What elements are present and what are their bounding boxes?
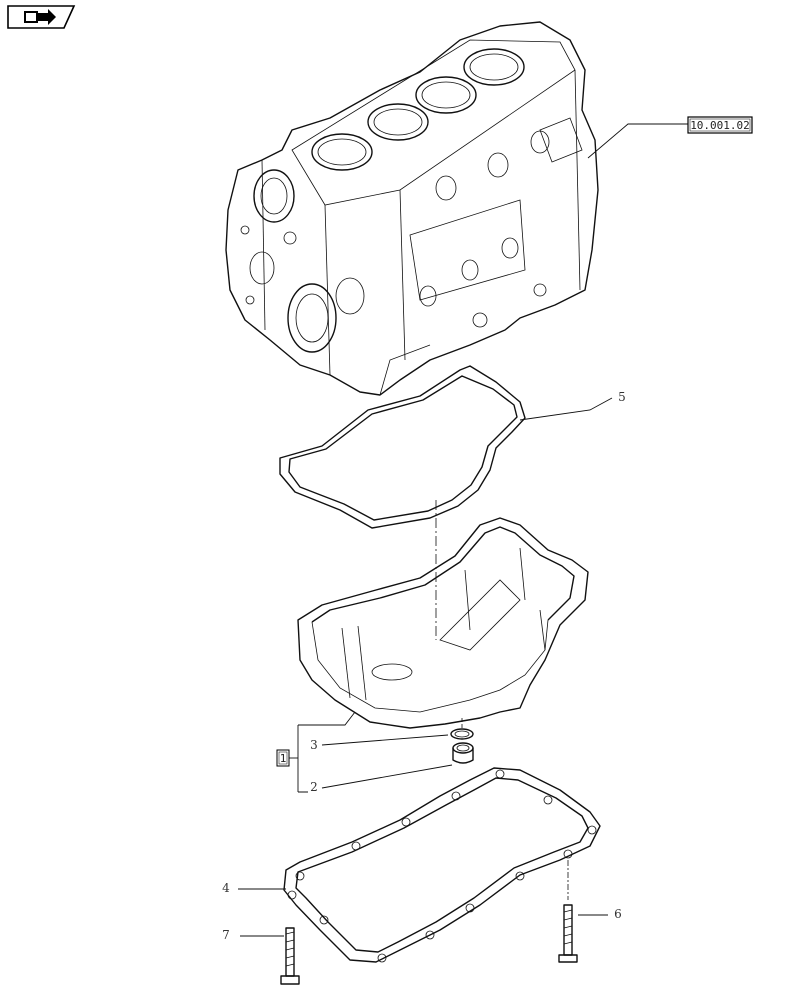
reference-box[interactable]: 10.001.02 xyxy=(687,116,753,134)
group-box-label: 1 xyxy=(280,752,287,765)
lower-frame-plate xyxy=(283,767,601,963)
callout-4: 4 xyxy=(222,881,230,895)
engine-block xyxy=(225,21,599,396)
group-leader-pan xyxy=(298,711,356,726)
reference-leader-line xyxy=(587,123,688,159)
bolt-7 xyxy=(280,927,300,985)
callout-leader-5 xyxy=(519,397,613,421)
nav-book-button[interactable] xyxy=(7,5,76,29)
reference-box-label: 10.001.02 xyxy=(690,119,750,132)
upper-gasket xyxy=(279,365,526,529)
drain-plug xyxy=(452,742,474,764)
o-ring xyxy=(450,728,474,740)
callout-3: 3 xyxy=(310,738,318,752)
group-bracket xyxy=(297,725,308,793)
callout-2: 2 xyxy=(310,780,318,794)
bolt-6 xyxy=(558,904,578,963)
callout-7: 7 xyxy=(222,928,230,942)
callout-leader-3 xyxy=(321,734,449,746)
callout-leader-2 xyxy=(321,764,453,789)
book-arrow-icon xyxy=(24,9,56,25)
callout-6: 6 xyxy=(614,907,622,921)
callout-5: 5 xyxy=(618,390,626,404)
group-box[interactable]: 1 xyxy=(276,749,290,767)
oil-pan xyxy=(297,517,589,729)
